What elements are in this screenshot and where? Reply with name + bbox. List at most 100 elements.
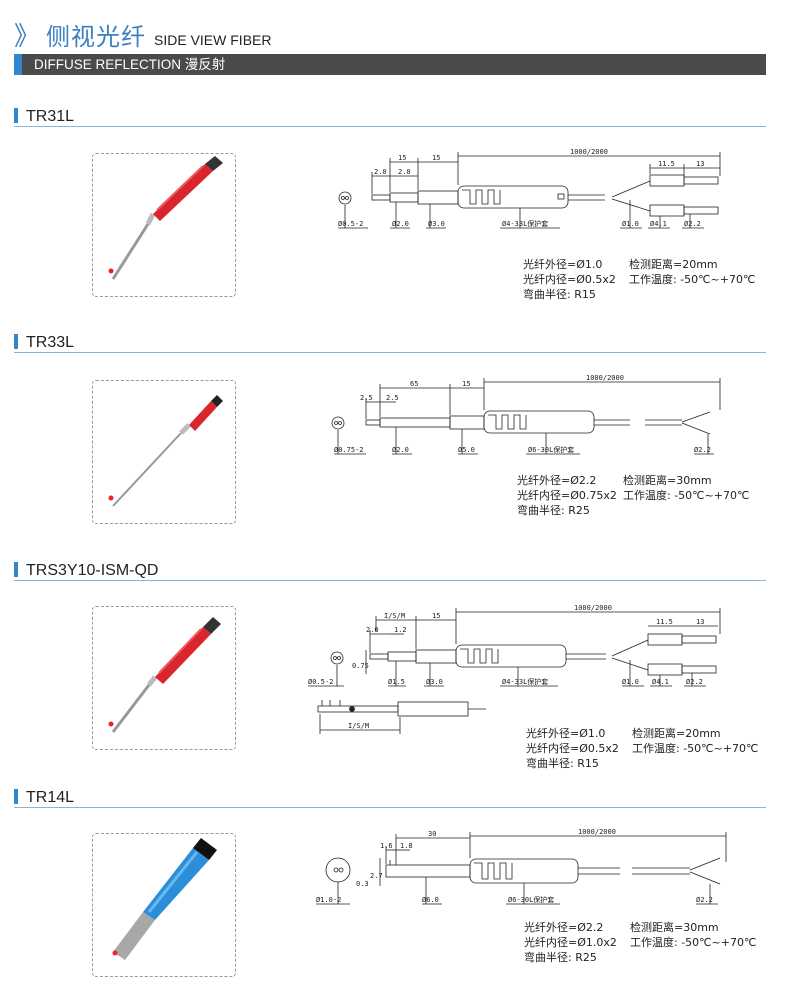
dim-label: Ø2.2 — [694, 446, 711, 454]
dim-label: 65 — [410, 380, 418, 388]
product-photo-tr14l — [92, 833, 236, 977]
dim-label: 2.0 — [398, 168, 411, 176]
dim-label: 1000/2000 — [574, 604, 612, 612]
dim-label: Ø0.5-2 — [338, 220, 363, 228]
dim-label: 2.5 — [360, 394, 373, 402]
spec-item: 工作温度: -50℃~+70℃ — [632, 742, 759, 755]
spec-item: 工作温度: -50℃~+70℃ — [630, 936, 757, 949]
dimension-drawing-tr14l: 1.6 1.8 30 1000/2000 2.7 0.3 Ø1.0-2 Ø6.0… — [316, 828, 727, 905]
section-title-tr33l: TR33L — [14, 334, 74, 352]
dim-label: 15 — [462, 380, 470, 388]
dim-label: Ø4-33L保护套 — [502, 677, 548, 686]
page-header: 》 侧视光纤 SIDE VIEW FIBER — [14, 16, 271, 52]
dim-label: 15 — [398, 154, 406, 162]
dim-label: 1000/2000 — [570, 148, 608, 156]
section-title-trs3y10: TRS3Y10-ISM-QD — [14, 562, 158, 580]
model-name: TR31L — [26, 108, 75, 125]
category-bar-accent — [14, 54, 22, 75]
section-marker — [14, 108, 18, 123]
dim-label: 2.5 — [386, 394, 399, 402]
dim-label: Ø2.0 — [392, 446, 409, 454]
spec-item: 弯曲半径: R25 — [524, 951, 597, 964]
product-photo-tr33l — [92, 380, 236, 524]
dim-label: Ø6.0 — [422, 896, 439, 904]
section-title-tr14l: TR14L — [14, 789, 74, 807]
dim-label: 13 — [696, 160, 704, 168]
dim-label: Ø0.75-2 — [334, 446, 364, 454]
dim-label: Ø2.2 — [684, 220, 701, 228]
dim-label: 0.75 — [352, 662, 369, 670]
spec-item: 检测距离=20mm — [632, 727, 721, 740]
dim-label: Ø4.1 — [650, 220, 667, 228]
dim-label: Ø1.0 — [622, 220, 639, 228]
dim-label: Ø5.0 — [458, 446, 475, 454]
spec-item: 工作温度: -50℃~+70℃ — [623, 489, 750, 502]
dim-label: Ø2.2 — [696, 896, 713, 904]
dim-label: Ø1.0 — [622, 678, 639, 686]
dim-label: 2.7 — [370, 872, 383, 880]
product-photo-trs3y10 — [92, 606, 236, 750]
dim-label: 30 — [428, 830, 436, 838]
dimension-drawing-trs3y10: 2.0 1.2 I/S/M 15 1000/2000 11.5 13 0.75 … — [308, 604, 721, 734]
dim-label: Ø6-30L保护套 — [508, 895, 554, 904]
dim-label: Ø6-30L保护套 — [528, 445, 574, 454]
spec-item: 光纤内径=Ø0.5x2 — [523, 273, 616, 286]
spec-item: 工作温度: -50℃~+70℃ — [629, 273, 756, 286]
dim-label: 11.5 — [656, 618, 673, 626]
spec-item: 光纤内径=Ø0.5x2 — [526, 742, 619, 755]
model-name: TRS3Y10-ISM-QD — [26, 562, 159, 579]
dim-label: 1000/2000 — [586, 374, 624, 382]
dimension-drawing-tr33l: 2.5 2.5 65 15 1000/2000 Ø0.75-2 Ø2.0 Ø5.… — [331, 374, 721, 455]
product-photo-tr31l — [92, 153, 236, 297]
dim-label: Ø3.0 — [426, 678, 443, 686]
dim-label: 1.6 — [380, 842, 393, 850]
dim-label: 15 — [432, 612, 440, 620]
category-bar: DIFFUSE REFLECTION 漫反射 — [14, 54, 766, 75]
dim-label: Ø2.0 — [392, 220, 409, 228]
section-divider — [14, 580, 766, 581]
dim-label: 15 — [432, 154, 440, 162]
spec-item: 检测距离=30mm — [630, 921, 719, 934]
spec-item: 弯曲半径: R15 — [526, 757, 599, 770]
spec-item: 检测距离=30mm — [623, 474, 712, 487]
page-title-cn: 侧视光纤 — [46, 23, 147, 51]
spec-item: 检测距离=20mm — [629, 258, 718, 271]
spec-block-tr31l: 光纤外径=Ø1.0 检测距离=20mm 光纤内径=Ø0.5x2 工作温度: -50℃… — [523, 257, 755, 302]
dim-label: Ø0.5-2 — [308, 678, 333, 686]
dim-label: 2.0 — [366, 626, 379, 634]
spec-block-tr33l: 光纤外径=Ø2.2 检测距离=30mm 光纤内径=Ø0.75x2 工作温度: -50… — [517, 473, 749, 518]
section-title-tr31l: TR31L — [14, 108, 74, 126]
model-name: TR14L — [26, 789, 75, 806]
spec-item: 弯曲半径: R15 — [523, 288, 596, 301]
spec-item: 弯曲半径: R25 — [517, 504, 590, 517]
dim-label: I/S/M — [348, 722, 369, 730]
dim-label: Ø4.1 — [652, 678, 669, 686]
dim-label: 2.0 — [374, 168, 387, 176]
section-divider — [14, 352, 766, 353]
dim-label: 1.8 — [400, 842, 413, 850]
section-marker — [14, 334, 18, 349]
dim-label: 13 — [696, 618, 704, 626]
category-label: DIFFUSE REFLECTION 漫反射 — [34, 57, 226, 72]
dim-label: I/S/M — [384, 612, 405, 620]
section-divider — [14, 126, 766, 127]
dim-label: Ø2.2 — [686, 678, 703, 686]
spec-item: 光纤外径=Ø2.2 — [517, 474, 597, 487]
dimension-drawing-tr31l: 2.0 2.0 15 15 1000/2000 11.5 13 Ø0.5-2 Ø… — [338, 148, 721, 229]
spec-item: 光纤内径=Ø1.0x2 — [524, 936, 617, 949]
dim-label: 11.5 — [658, 160, 675, 168]
dim-label: Ø3.0 — [428, 220, 445, 228]
dim-label: Ø4-33L保护套 — [502, 219, 548, 228]
section-marker — [14, 789, 18, 804]
dim-label: Ø1.5 — [388, 678, 405, 686]
section-marker — [14, 562, 18, 577]
spec-block-tr14l: 光纤外径=Ø2.2 检测距离=30mm 光纤内径=Ø1.0x2 工作温度: -50℃… — [524, 920, 756, 965]
spec-item: 光纤外径=Ø2.2 — [524, 921, 604, 934]
chevron-icon: 》 — [14, 22, 41, 52]
model-name: TR33L — [26, 334, 75, 351]
spec-item: 光纤外径=Ø1.0 — [523, 258, 603, 271]
dim-label: 0.3 — [356, 880, 369, 888]
spec-item: 光纤内径=Ø0.75x2 — [517, 489, 617, 502]
dim-label: 1000/2000 — [578, 828, 616, 836]
